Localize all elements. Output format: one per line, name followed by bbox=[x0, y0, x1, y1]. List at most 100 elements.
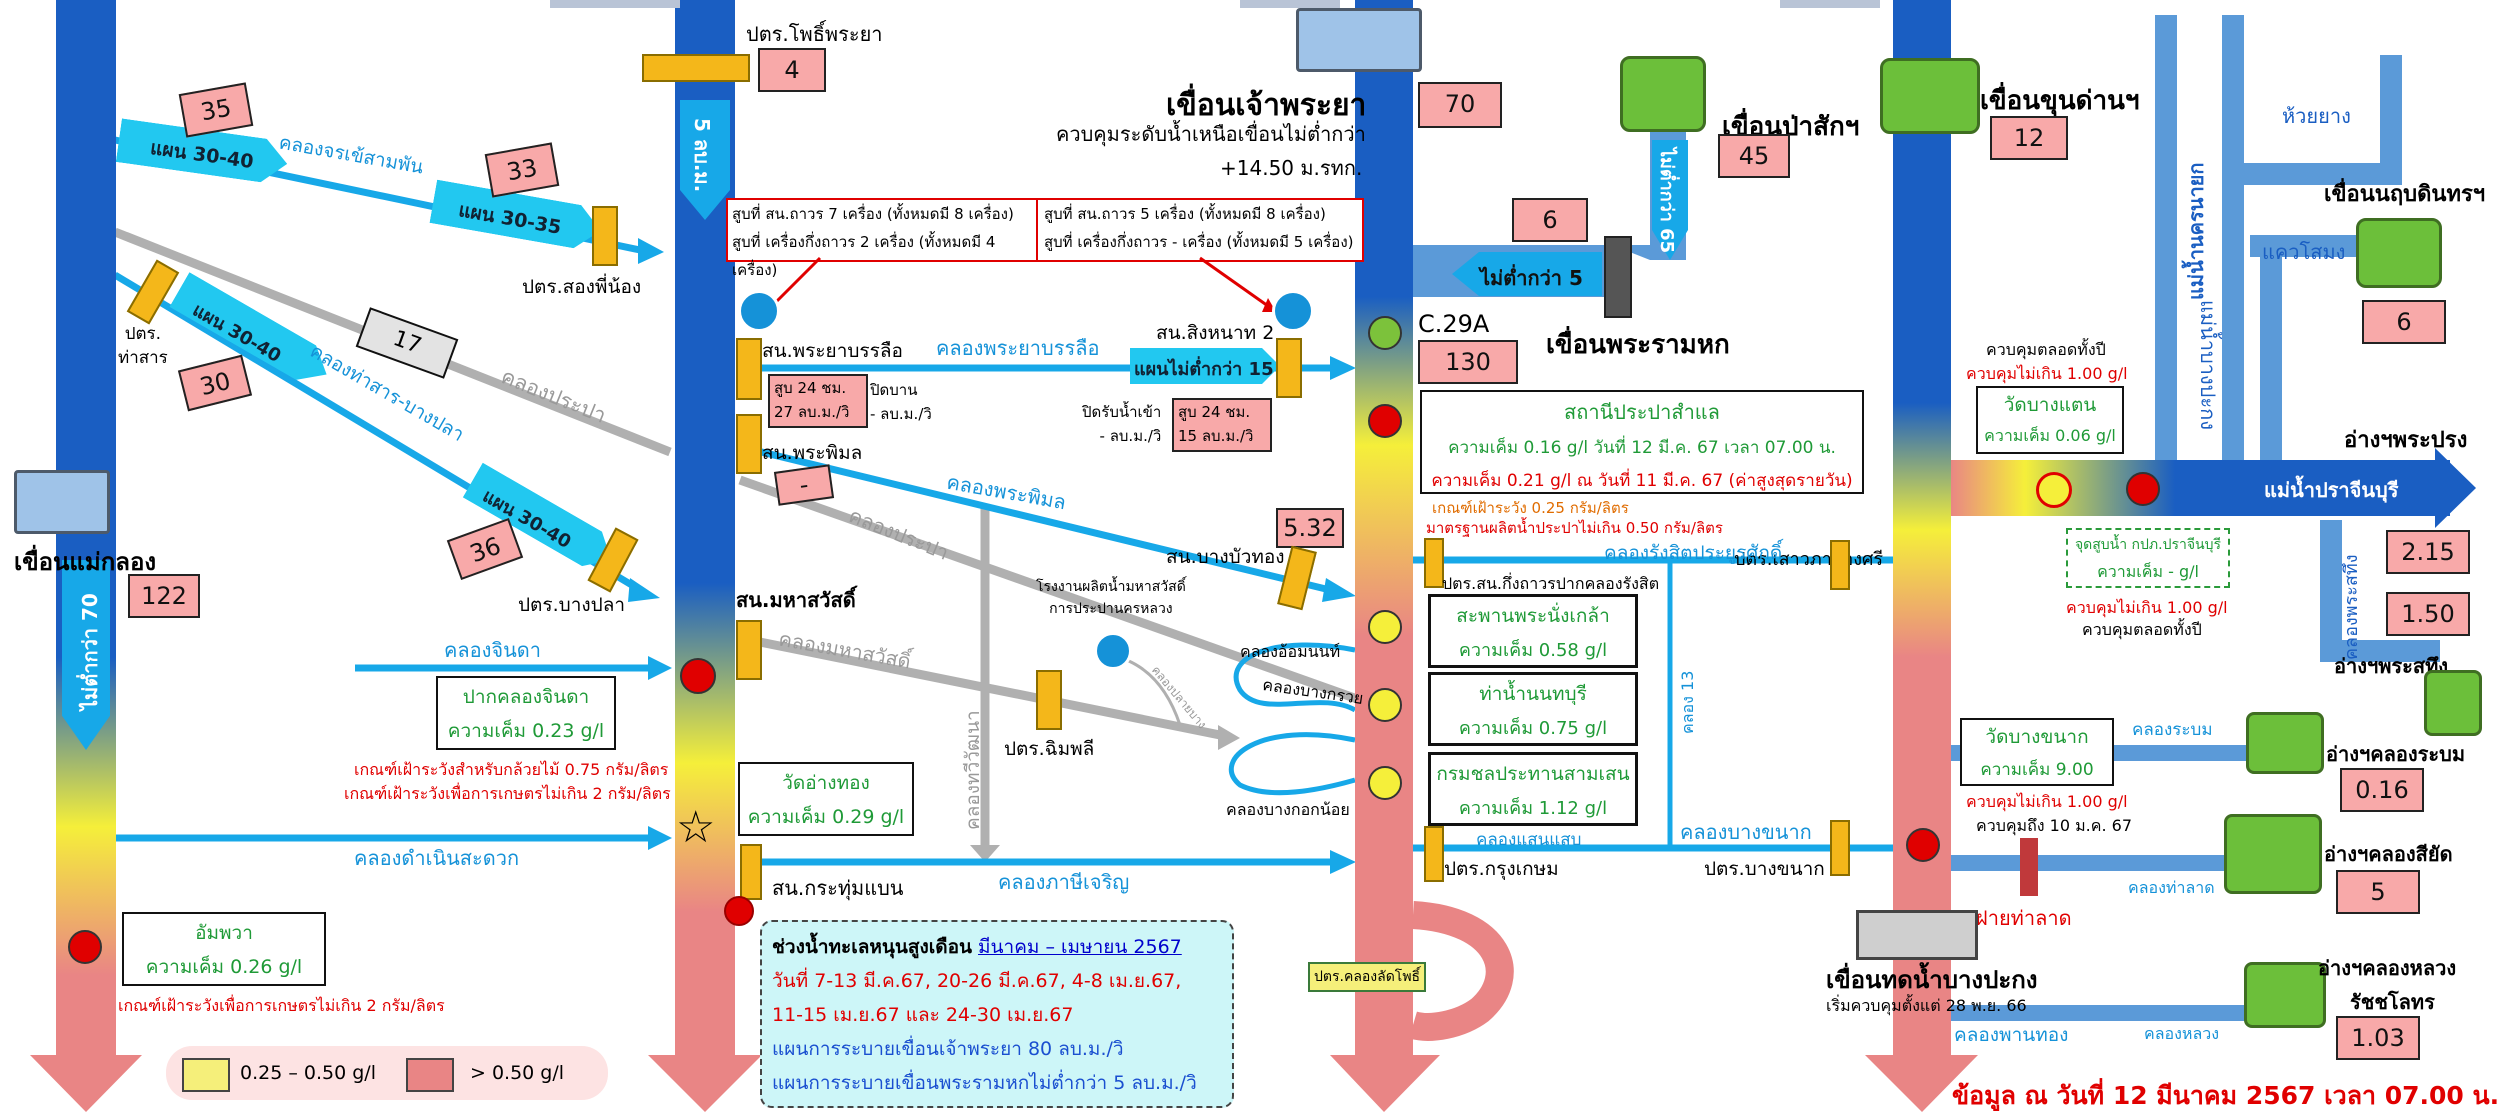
gate-thasan-label: ปตร. ท่าสาร bbox=[118, 324, 168, 368]
salinity-dot-nonklao bbox=[1368, 610, 1402, 644]
gate-saophanga bbox=[1830, 540, 1850, 590]
tide-line-2: 11-15 เม.ย.67 และ 24-30 เม.ย.67 bbox=[772, 1004, 1074, 1026]
closed1-label: ปิดบาน - ลบ.ม./วิ bbox=[870, 381, 932, 423]
salinity-dot-tachin bbox=[680, 658, 716, 694]
plant-pump-icon bbox=[1094, 632, 1132, 670]
ang-phraprong-label: อ่างฯพระปรง bbox=[2344, 428, 2468, 453]
khundan-dam-name: เขื่อนขุนด่านฯ bbox=[1980, 86, 2140, 116]
amphawa-name: อัมพวา bbox=[195, 922, 253, 944]
prachin-intake-name: จุดสูบน้ำ กปภ.ปราจีนบุรี bbox=[2074, 537, 2222, 553]
samsen-salinity: ความเค็ม 1.12 g/l bbox=[1458, 798, 1608, 819]
c29a-value: 130 bbox=[1418, 340, 1518, 384]
siyat-dam-icon bbox=[2224, 814, 2322, 894]
nonklao-station: สะพานพระนั่งเกล้า ความเค็ม 0.58 g/l bbox=[1428, 594, 1638, 668]
tide-line-4: แผนการระบายเขื่อนพระรามหกไม่ต่ำกว่า 5 ลบ… bbox=[772, 1072, 1197, 1094]
plant-label: โรงงานผลิตน้ำมหาสวัสดิ์ การประปานครหลวง bbox=[1036, 579, 1186, 617]
pump-box-1-line-2: สูบที่ เครื่องกึ่งถาวร 2 เครื่อง (ทั้งหม… bbox=[732, 233, 996, 279]
mahasawat-label: สน.มหาสวัสดิ์ bbox=[736, 588, 856, 612]
nonklao-name: สะพานพระนั่งเกล้า bbox=[1456, 605, 1610, 627]
samlae-line-2: ความเค็ม 0.21 g/l ณ วันที่ 11 มี.ค. 67 (… bbox=[1431, 471, 1853, 491]
value-4: 4 bbox=[758, 48, 826, 92]
pump-box-2-line-1: สูบที่ สน.ถาวร 5 เครื่อง (ทั้งหมดมี 8 เค… bbox=[1044, 205, 1326, 223]
gate-bangkhanak bbox=[1830, 820, 1850, 876]
salinity-dot-green bbox=[1368, 316, 1402, 350]
singhanat-label: สน.สิงหนาท 2 bbox=[1156, 322, 1275, 344]
fai-thalat-label: ฝายท่าลาด bbox=[1976, 906, 2072, 930]
chinda-station: ปากคลองจินดา ความเค็ม 0.23 g/l bbox=[436, 676, 616, 750]
amphawa-note: เกณฑ์เฝ้าระวังเพื่อการเกษตรไม่เกิน 2 กรั… bbox=[118, 996, 445, 1015]
chaophraya-dam-icon bbox=[1296, 8, 1422, 72]
rabom-dam-icon bbox=[2246, 712, 2324, 774]
samlae-note-2: มาตรฐานผลิตน้ำประปาไม่เกิน 0.50 กรัม/ลิต… bbox=[1426, 519, 1723, 537]
nonthaburi-salinity: ความเค็ม 0.75 g/l bbox=[1458, 718, 1608, 739]
prachin-river-label: แม่น้ำปราจีนบุรี bbox=[2264, 478, 2399, 502]
wat-bangtaen-station: วัดบางแตน ความเค็ม 0.06 g/l bbox=[1976, 386, 2124, 454]
gate-phophraya-label: ปตร.โพธิ์พระยา bbox=[746, 22, 883, 46]
canal-rabom-label: คลองระบม bbox=[2132, 720, 2213, 740]
salinity-dot-samsen bbox=[1368, 766, 1402, 800]
wat-bangtaen-name: วัดบางแตน bbox=[2003, 394, 2097, 416]
bang-pakong-river-label: แม่น้ำบางปะกง bbox=[2196, 300, 2220, 430]
bangbuathong-label: สน.บางบัวทอง bbox=[1166, 546, 1285, 568]
maeklong-dam-name: เขื่อนแม่กลอง bbox=[14, 548, 157, 576]
hui-yang-label: ห้วยยาง bbox=[2282, 104, 2351, 128]
bangbuathong-value: 5.32 bbox=[1276, 508, 1344, 548]
gate-krathumbaen bbox=[740, 844, 762, 900]
tide-month[interactable]: มีนาคม – เมษายน 2567 bbox=[978, 936, 1182, 958]
canal-damnoen-saduak: คลองดำเนินสะดวก bbox=[354, 846, 520, 870]
pump24a-box: สูบ 24 ชม. 27 ลบ.ม./วิ bbox=[768, 374, 868, 428]
ctrl-until: ควบคุมถึง 10 ม.ค. 67 bbox=[1976, 816, 2132, 835]
wat-bangtaen-salinity: ความเค็ม 0.06 g/l bbox=[1984, 426, 2116, 445]
pump-icon-1 bbox=[738, 290, 780, 332]
gate-songpinong bbox=[592, 206, 618, 266]
pasak-dam-value: 45 bbox=[1718, 134, 1790, 178]
wat-angthong-salinity: ความเค็ม 0.29 g/l bbox=[747, 806, 905, 828]
chaophraya-dam-note-1: ควบคุมระดับน้ำเหนือเขื่อนไม่ต่ำกว่า bbox=[1056, 122, 1366, 146]
bangpakong-dam-name: เขื่อนทดน้ำบางปะกง bbox=[1826, 966, 2038, 994]
c29a-label: C.29A bbox=[1418, 310, 1490, 338]
ang-rabom-label: อ่างฯคลองระบม bbox=[2326, 742, 2466, 766]
gate-bangpla-label: ปตร.บางปลา bbox=[518, 594, 626, 616]
luang-value: 1.03 bbox=[2336, 1016, 2420, 1060]
salinity-dot-c29 bbox=[1368, 404, 1402, 438]
naruebodin-dam-icon bbox=[2356, 218, 2442, 288]
ang-luang-label-2: รัชชโลทร bbox=[2350, 990, 2435, 1014]
canal-phrasathueng-label: คลองพระสทึง bbox=[2341, 554, 2362, 660]
plan15-label: แผนไม่ต่ำกว่า 15 bbox=[1134, 359, 1274, 380]
pt-krungkasem-label: ปตร.กรุงเกษม bbox=[1444, 858, 1559, 880]
ang-luang-label-1: อ่างฯคลองหลวง bbox=[2318, 956, 2457, 980]
rama6-flow-label: ไม่ต่ำกว่า 5 bbox=[1480, 266, 1583, 290]
imphli-label: ปตร.ฉิมพลี bbox=[1004, 738, 1095, 760]
pump-icon-2 bbox=[1272, 290, 1314, 332]
luang-dam-icon bbox=[2244, 962, 2326, 1028]
pasak-dam-icon bbox=[1620, 56, 1706, 132]
pasak-flow-arrow bbox=[1652, 140, 1688, 260]
chinda-salinity: ความเค็ม 0.23 g/l bbox=[447, 720, 605, 742]
pt-bangkhanak-label: ปตร.บางขนาก bbox=[1704, 858, 1825, 880]
tide-title: ช่วงน้ำทะเลหนุนสูงเดือน bbox=[772, 936, 972, 958]
phraprong-value-1: 2.15 bbox=[2386, 530, 2470, 574]
khundan-dam-value: 12 bbox=[1990, 116, 2068, 160]
phrasathueng-dam-icon bbox=[2424, 670, 2482, 736]
samlae-name: สถานีประปาสำแล bbox=[1564, 400, 1720, 424]
canal-om-non: คลองอ้อมนนท์ bbox=[1240, 642, 1341, 661]
canal-bangkhanak: คลองบางขนาก bbox=[1680, 820, 1812, 844]
phraprong-value-2: 1.50 bbox=[2386, 592, 2470, 636]
canal-phasi-charoen: คลองภาษีเจริญ bbox=[998, 870, 1130, 894]
gate-phraphimon bbox=[736, 414, 762, 474]
salinity-dot-amphawa bbox=[68, 930, 102, 964]
chaophraya-dam-note-2: +14.50 ม.รทก. bbox=[1220, 156, 1363, 180]
pin-icon bbox=[724, 896, 754, 926]
canal-saensaep: คลองแสนแสบ bbox=[1476, 830, 1582, 850]
rama6-flow-arrow bbox=[1452, 252, 1602, 296]
salinity-dot-bangkhanak bbox=[1906, 828, 1940, 862]
ctrl-all-year-1: ควบคุมตลอดทั้งปี bbox=[1986, 340, 2106, 359]
tide-line-3: แผนการระบายเขื่อนเจ้าพระยา 80 ลบ.ม./วิ bbox=[772, 1038, 1124, 1060]
rabom-value: 0.16 bbox=[2340, 768, 2424, 812]
nakhon-nayok-label: แม่น้ำนครนายก bbox=[2184, 162, 2208, 301]
gate-mahasawat bbox=[736, 620, 762, 680]
legend bbox=[166, 1046, 608, 1100]
samsen-name: กรมชลประทานสามเสน bbox=[1436, 763, 1630, 785]
legend-red-label: > 0.50 g/l bbox=[470, 1062, 565, 1084]
nonthaburi-name: ท่าน้ำนนทบุรี bbox=[1479, 683, 1587, 705]
